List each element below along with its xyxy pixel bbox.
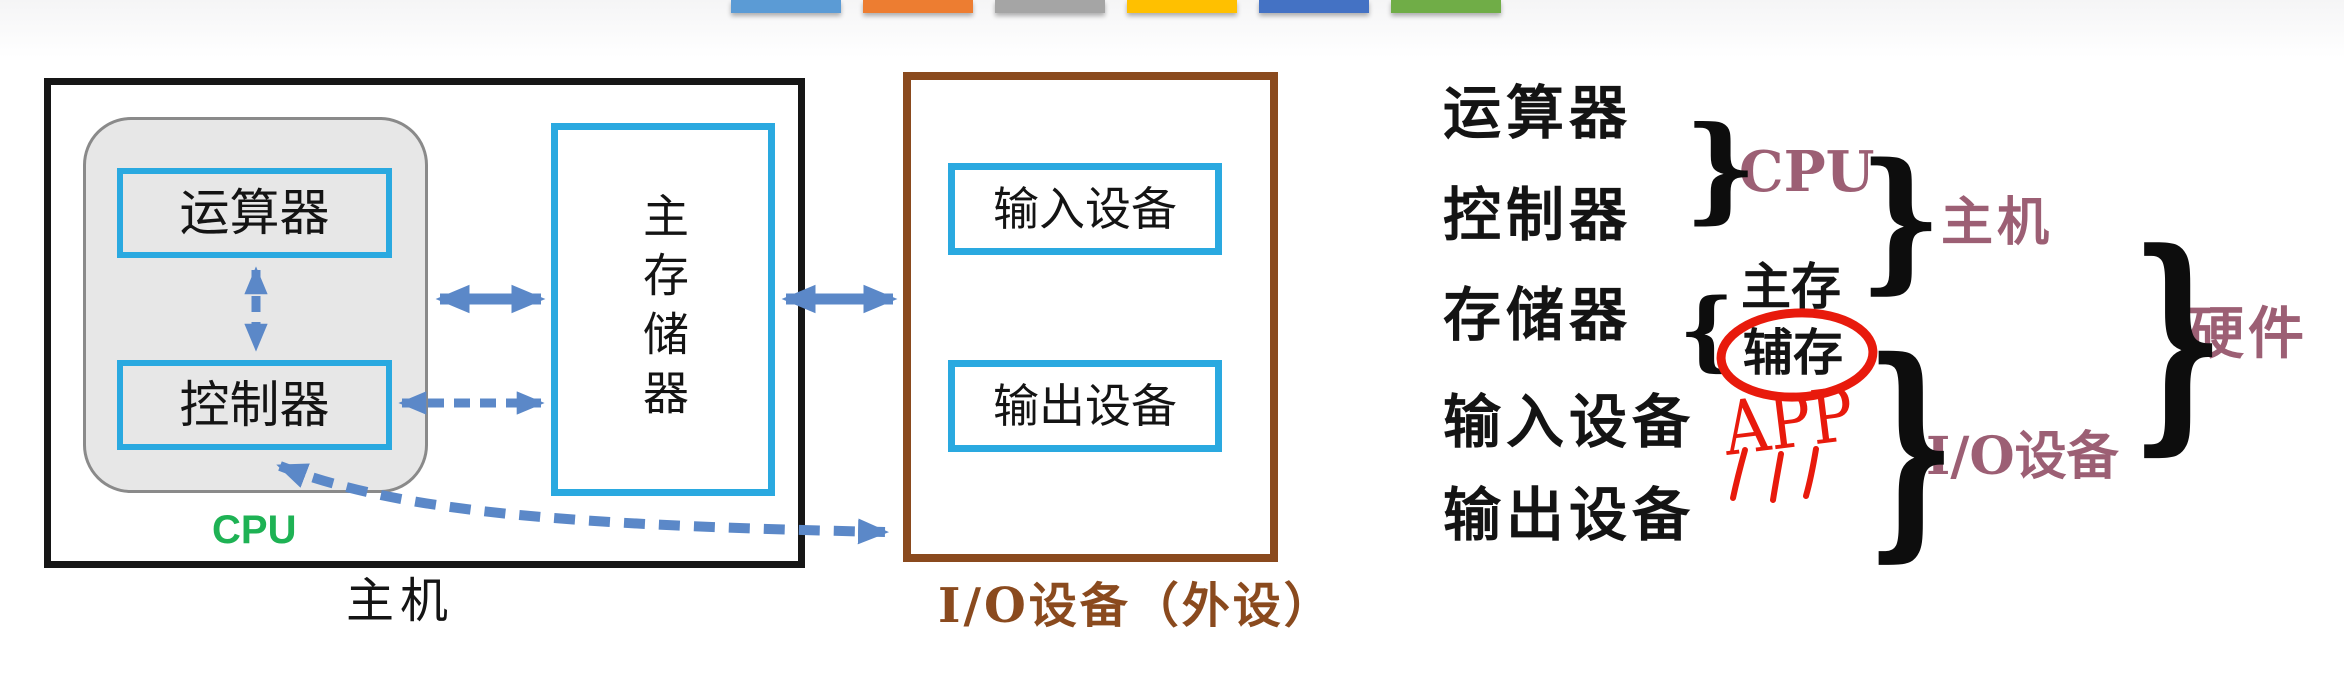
group-label-cpu: CPU [1739,139,1875,205]
alu-box: 运算器 [117,168,392,258]
output-device-label: 输出设备 [993,379,1177,433]
color-bar [1259,0,1369,13]
output-device-box: 输出设备 [948,360,1222,452]
color-bar [1391,0,1501,13]
aux-memory-note: 辅存 [1743,323,1843,382]
group-label-host: 主机 [1941,192,2054,253]
pen-stroke-tail [1730,447,1748,501]
group-label-hardware: 硬件 [2188,301,2308,367]
color-bar [731,0,841,13]
outline-item-output: 输出设备 [1443,481,1696,549]
main-memory-label: 主存储器 [636,191,690,428]
outline-item-control: 控制器 [1443,181,1633,249]
outline-item-input: 输入设备 [1443,388,1696,456]
outline-item-alu: 运算器 [1443,79,1633,147]
io-box-caption: I/O设备（外设） [938,578,1335,634]
storage-brace: { [1679,280,1734,381]
alu-label: 运算器 [179,184,330,242]
input-device-label: 输入设备 [993,182,1177,236]
outline-item-storage: 存储器 [1443,281,1633,349]
group-label-io: I/O设备 [1926,426,2119,487]
control-unit-box: 控制器 [117,360,392,450]
color-bar [1127,0,1237,13]
color-bar [995,0,1105,13]
control-unit-label: 控制器 [179,376,330,434]
input-device-box: 输入设备 [948,163,1222,255]
cpu-group-label: CPU [212,508,297,552]
top-color-bars [731,0,1501,13]
pen-stroke-tail [1770,451,1784,503]
color-bar [863,0,973,13]
host-box-caption: 主机 [346,573,455,629]
pen-stroke-tail [1803,446,1819,499]
io-devices-box [903,72,1278,562]
main-memory-note: 主存 [1741,257,1841,316]
red-handwritten-note: APP [1718,372,1858,474]
main-memory-box: 主存储器 [551,123,775,496]
